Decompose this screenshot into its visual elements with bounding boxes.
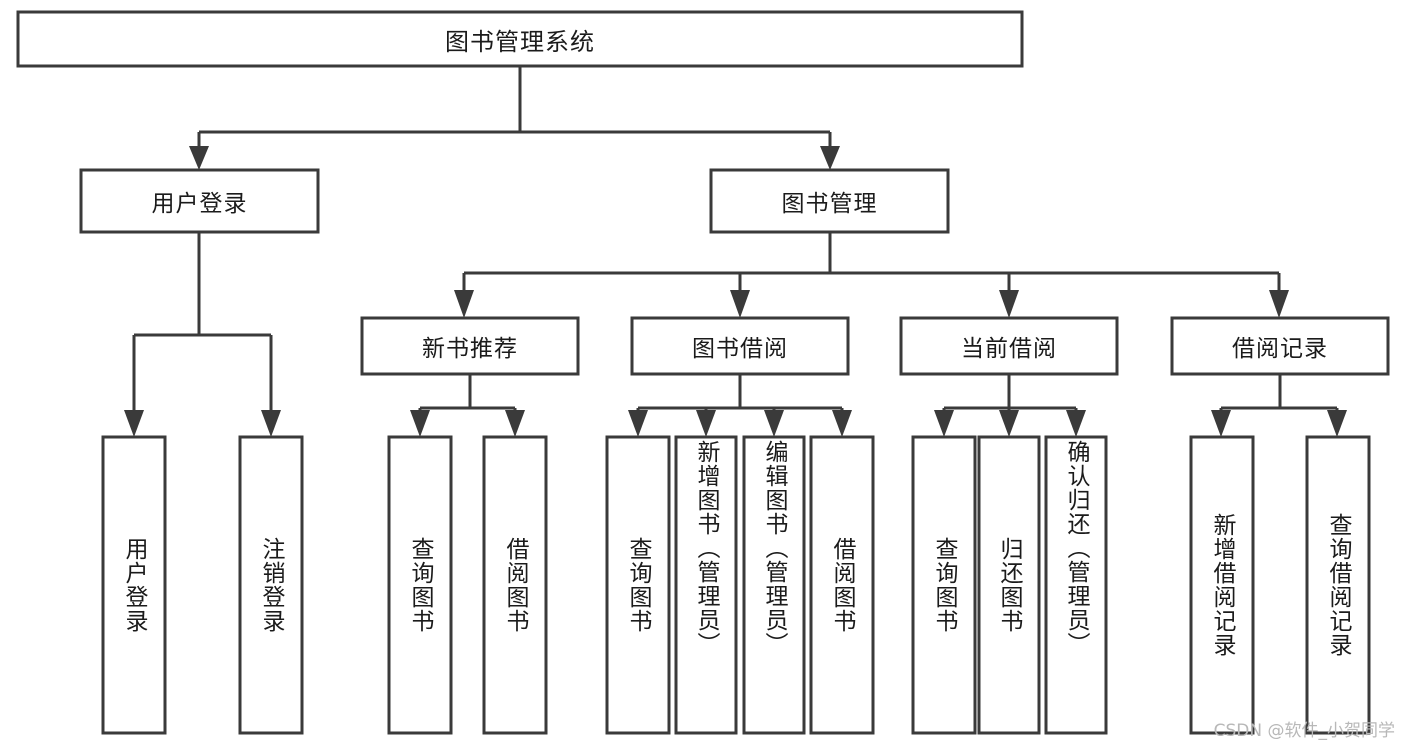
arrow-to-current-borrow — [999, 290, 1019, 318]
node-box-leaf-bookborrow-1[interactable] — [674, 435, 738, 735]
node-box-leaf-borrowrecord-0[interactable] — [1189, 435, 1255, 735]
arrow-to-borrow-record — [1269, 290, 1289, 318]
node-box-leaf-newbook-1[interactable] — [482, 435, 548, 735]
arrow-leaf-newbook-0 — [410, 410, 430, 437]
arrow-leaf-bookborrow-0 — [628, 410, 648, 437]
node-box-leaf-currentborrow-0[interactable] — [911, 435, 977, 735]
arrow-to-new-book — [454, 290, 474, 318]
arrow-leaf-newbook-1 — [505, 410, 525, 437]
arrow-leaf-bookborrow-1 — [696, 410, 716, 437]
node-box-leaf-bookborrow-2[interactable] — [742, 435, 806, 735]
arrow-to-book-borrow — [730, 290, 750, 318]
node-box-borrow-record[interactable] — [1170, 316, 1390, 376]
arrow-leaf-bookborrow-3 — [832, 410, 852, 437]
arrow-leaf-bookborrow-2 — [764, 410, 784, 437]
node-box-book-borrow[interactable] — [630, 316, 850, 376]
node-box-leaf-bookborrow-3[interactable] — [809, 435, 875, 735]
arrow-leaf-borrowrecord-0 — [1211, 410, 1231, 437]
connector-layer — [124, 66, 1347, 437]
arrow-to-user-login — [189, 146, 209, 170]
arrow-leaf-borrowrecord-1 — [1327, 410, 1347, 437]
node-box-user-login[interactable] — [79, 168, 320, 234]
node-box-leaf-currentborrow-1[interactable] — [977, 435, 1041, 735]
node-box-layer — [16, 10, 1390, 735]
node-box-leaf-borrowrecord-1[interactable] — [1305, 435, 1371, 735]
arrow-leaf-currentborrow-2 — [1066, 410, 1086, 437]
node-box-leaf-user-login-1[interactable] — [238, 435, 304, 735]
node-box-leaf-bookborrow-0[interactable] — [605, 435, 671, 735]
node-box-leaf-currentborrow-2[interactable] — [1044, 435, 1108, 735]
node-box-new-book-recommend[interactable] — [360, 316, 580, 376]
node-box-leaf-newbook-0[interactable] — [387, 435, 453, 735]
arrow-leaf-currentborrow-0 — [934, 410, 954, 437]
arrow-leaf-user-login-1 — [261, 410, 281, 437]
arrow-leaf-user-login-0 — [124, 410, 144, 437]
node-box-leaf-user-login-0[interactable] — [101, 435, 167, 735]
node-box-book-manage[interactable] — [709, 168, 950, 234]
node-box-current-borrow[interactable] — [899, 316, 1119, 376]
node-box-root[interactable] — [16, 10, 1024, 68]
arrow-leaf-currentborrow-1 — [999, 410, 1019, 437]
arrow-to-book-manage — [820, 146, 840, 170]
